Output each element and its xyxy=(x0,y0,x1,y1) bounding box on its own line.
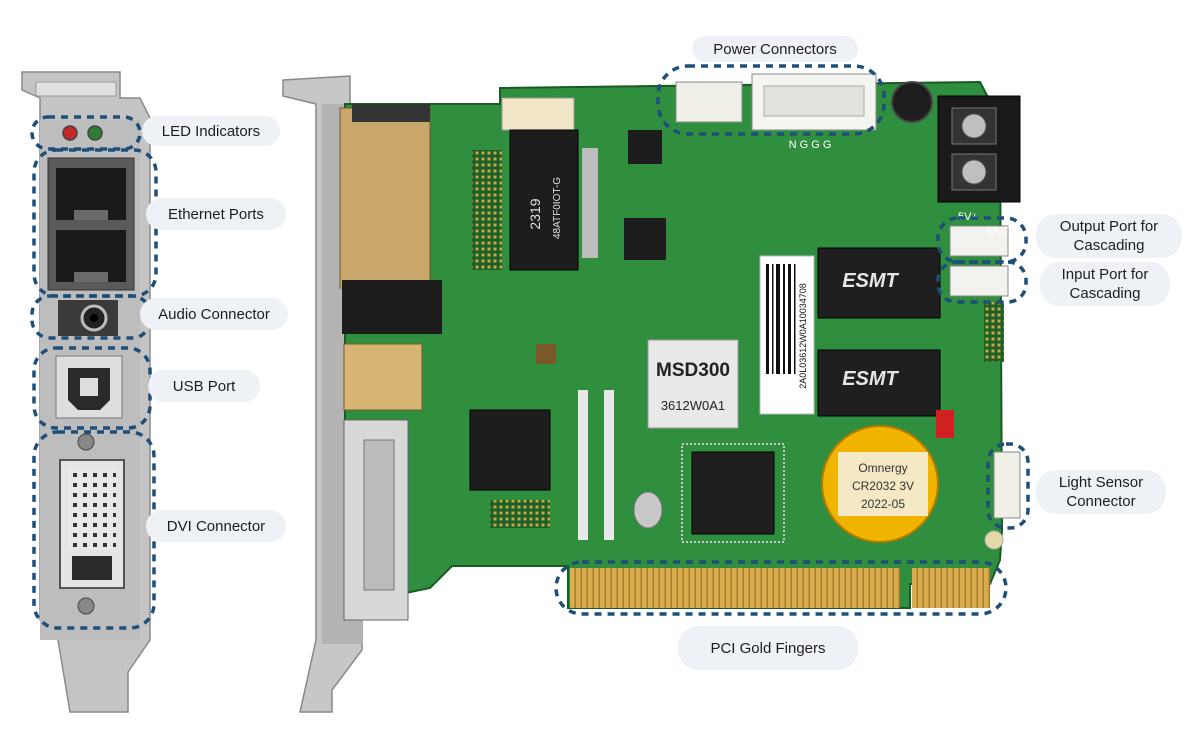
label-dvi-connector: DVI Connector xyxy=(146,510,286,542)
chip1-brand: ESMT xyxy=(842,270,899,292)
battery-line-1: Omnergy xyxy=(858,461,907,475)
label-led-indicators: LED Indicators xyxy=(142,116,280,146)
nggg-silk: N G G G xyxy=(789,139,832,151)
lan-transformer-text: 2319 48ATF0IOT-G xyxy=(527,177,563,239)
barcode-sticker: 2A0L03612W0A10034708 xyxy=(759,255,815,415)
out-silk: OUT xyxy=(988,226,1009,237)
led-indicators xyxy=(62,125,103,141)
battery-line-2: CR2032 3V xyxy=(852,479,914,493)
cascade-ports-graphic xyxy=(949,225,1009,297)
label-ethernet-ports: Ethernet Ports xyxy=(146,198,286,230)
terminal-block xyxy=(937,95,1021,203)
label-output-port: Output Port for Cascading xyxy=(1036,214,1182,258)
pwr-silk: 5V+ xyxy=(958,211,978,223)
label-usb-port: USB Port xyxy=(148,370,260,402)
chip2-brand: ESMT xyxy=(842,368,899,390)
dvi-connector-graphic xyxy=(59,433,125,615)
power-connectors-graphic xyxy=(675,73,933,131)
label-power-connectors: Power Connectors xyxy=(692,36,858,62)
label-audio-connector: Audio Connector xyxy=(140,298,288,330)
serial-text: 3612W0A1 xyxy=(661,398,725,413)
battery-line-3: 2022-05 xyxy=(861,497,905,511)
transformer-sub: 48ATF0IOT-G xyxy=(552,177,563,239)
board-components-left xyxy=(469,97,666,540)
board-callouts xyxy=(554,64,1030,616)
main-processor xyxy=(681,443,785,543)
light-sensor-graphic xyxy=(984,302,1021,550)
battery: Omnergy CR2032 3V 2022-05 xyxy=(821,410,954,543)
memory-chips: ESMT ESMT xyxy=(817,247,941,417)
board-port-block xyxy=(339,104,442,621)
ethernet-ports xyxy=(47,157,135,291)
label-input-port: Input Port for Cascading xyxy=(1040,262,1170,306)
model-label: MSD300 3612W0A1 xyxy=(647,339,739,429)
transformer-code: 2319 xyxy=(527,198,543,229)
audio-connector-graphic xyxy=(58,300,118,336)
model-text: MSD300 xyxy=(656,360,730,381)
usb-port-graphic xyxy=(55,355,123,419)
label-light-sensor: Light Sensor Connector xyxy=(1036,470,1166,514)
pci-gold-fingers-graphic xyxy=(570,568,990,608)
label-pci-gold-fingers: PCI Gold Fingers xyxy=(678,626,858,670)
barcode-text: 2A0L03612W0A10034708 xyxy=(798,283,808,389)
